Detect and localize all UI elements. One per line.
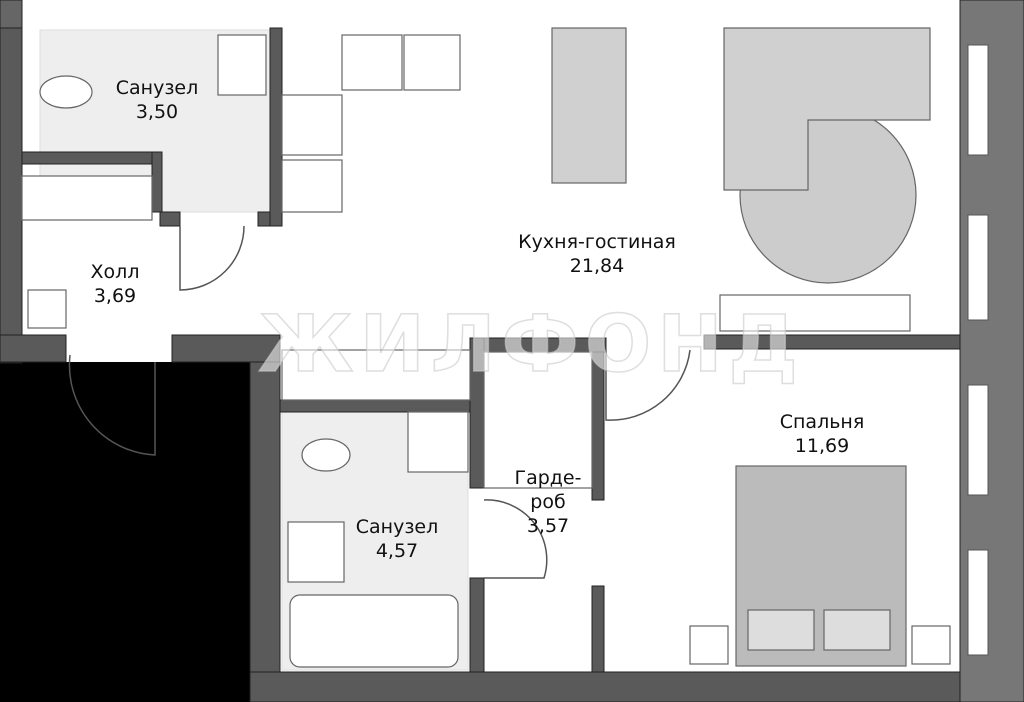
bathtub — [289, 594, 459, 668]
room-name: Холл — [90, 261, 140, 283]
wardrobe-shelves — [483, 351, 593, 489]
kitchen-sink — [281, 94, 343, 156]
room-label-bathroom-1: Санузел 3,50 — [116, 76, 199, 124]
washbasin — [217, 34, 267, 96]
room-name: Спальня — [779, 411, 865, 433]
sink-dish — [403, 34, 461, 91]
room-label-bathroom-2: Санузел 4,57 — [356, 515, 439, 563]
room-name-line1: Гарде- — [514, 467, 582, 489]
closet — [21, 175, 153, 221]
wardrobe — [281, 349, 471, 401]
toilet — [39, 75, 93, 109]
furniture — [21, 27, 951, 668]
room-label-kitchen-living: Кухня-гостиная 21,84 — [518, 230, 676, 278]
doors — [68, 225, 691, 579]
room-area: 4,57 — [375, 540, 419, 562]
toilet-2 — [301, 438, 351, 472]
room-area: 3,50 — [135, 101, 179, 123]
exterior-area — [0, 362, 250, 702]
room-area: 21,84 — [569, 255, 625, 277]
washing-machine — [407, 411, 469, 473]
tv-unit — [719, 294, 911, 332]
windows — [967, 44, 989, 656]
room-label-wardrobe: Гарде- роб 3,57 — [515, 466, 582, 538]
room-area: 11,69 — [794, 435, 850, 457]
room-name: Санузел — [115, 77, 199, 99]
ottoman — [27, 289, 67, 329]
room-label-hall: Холл 3,69 — [91, 260, 140, 308]
hob — [341, 34, 403, 91]
room-area: 3,69 — [93, 285, 137, 307]
room-name-line2: роб — [530, 491, 566, 513]
fridge — [281, 159, 343, 213]
dining-table — [551, 27, 627, 184]
room-name: Санузел — [355, 516, 439, 538]
room-label-bedroom: Спальня 11,69 — [780, 410, 865, 458]
room-name: Кухня-гостиная — [518, 231, 676, 253]
room-area: 3,57 — [526, 515, 570, 537]
washbasin-2 — [287, 521, 345, 583]
watermark: ЖИЛФОНД — [257, 299, 804, 391]
sofa — [723, 27, 931, 191]
